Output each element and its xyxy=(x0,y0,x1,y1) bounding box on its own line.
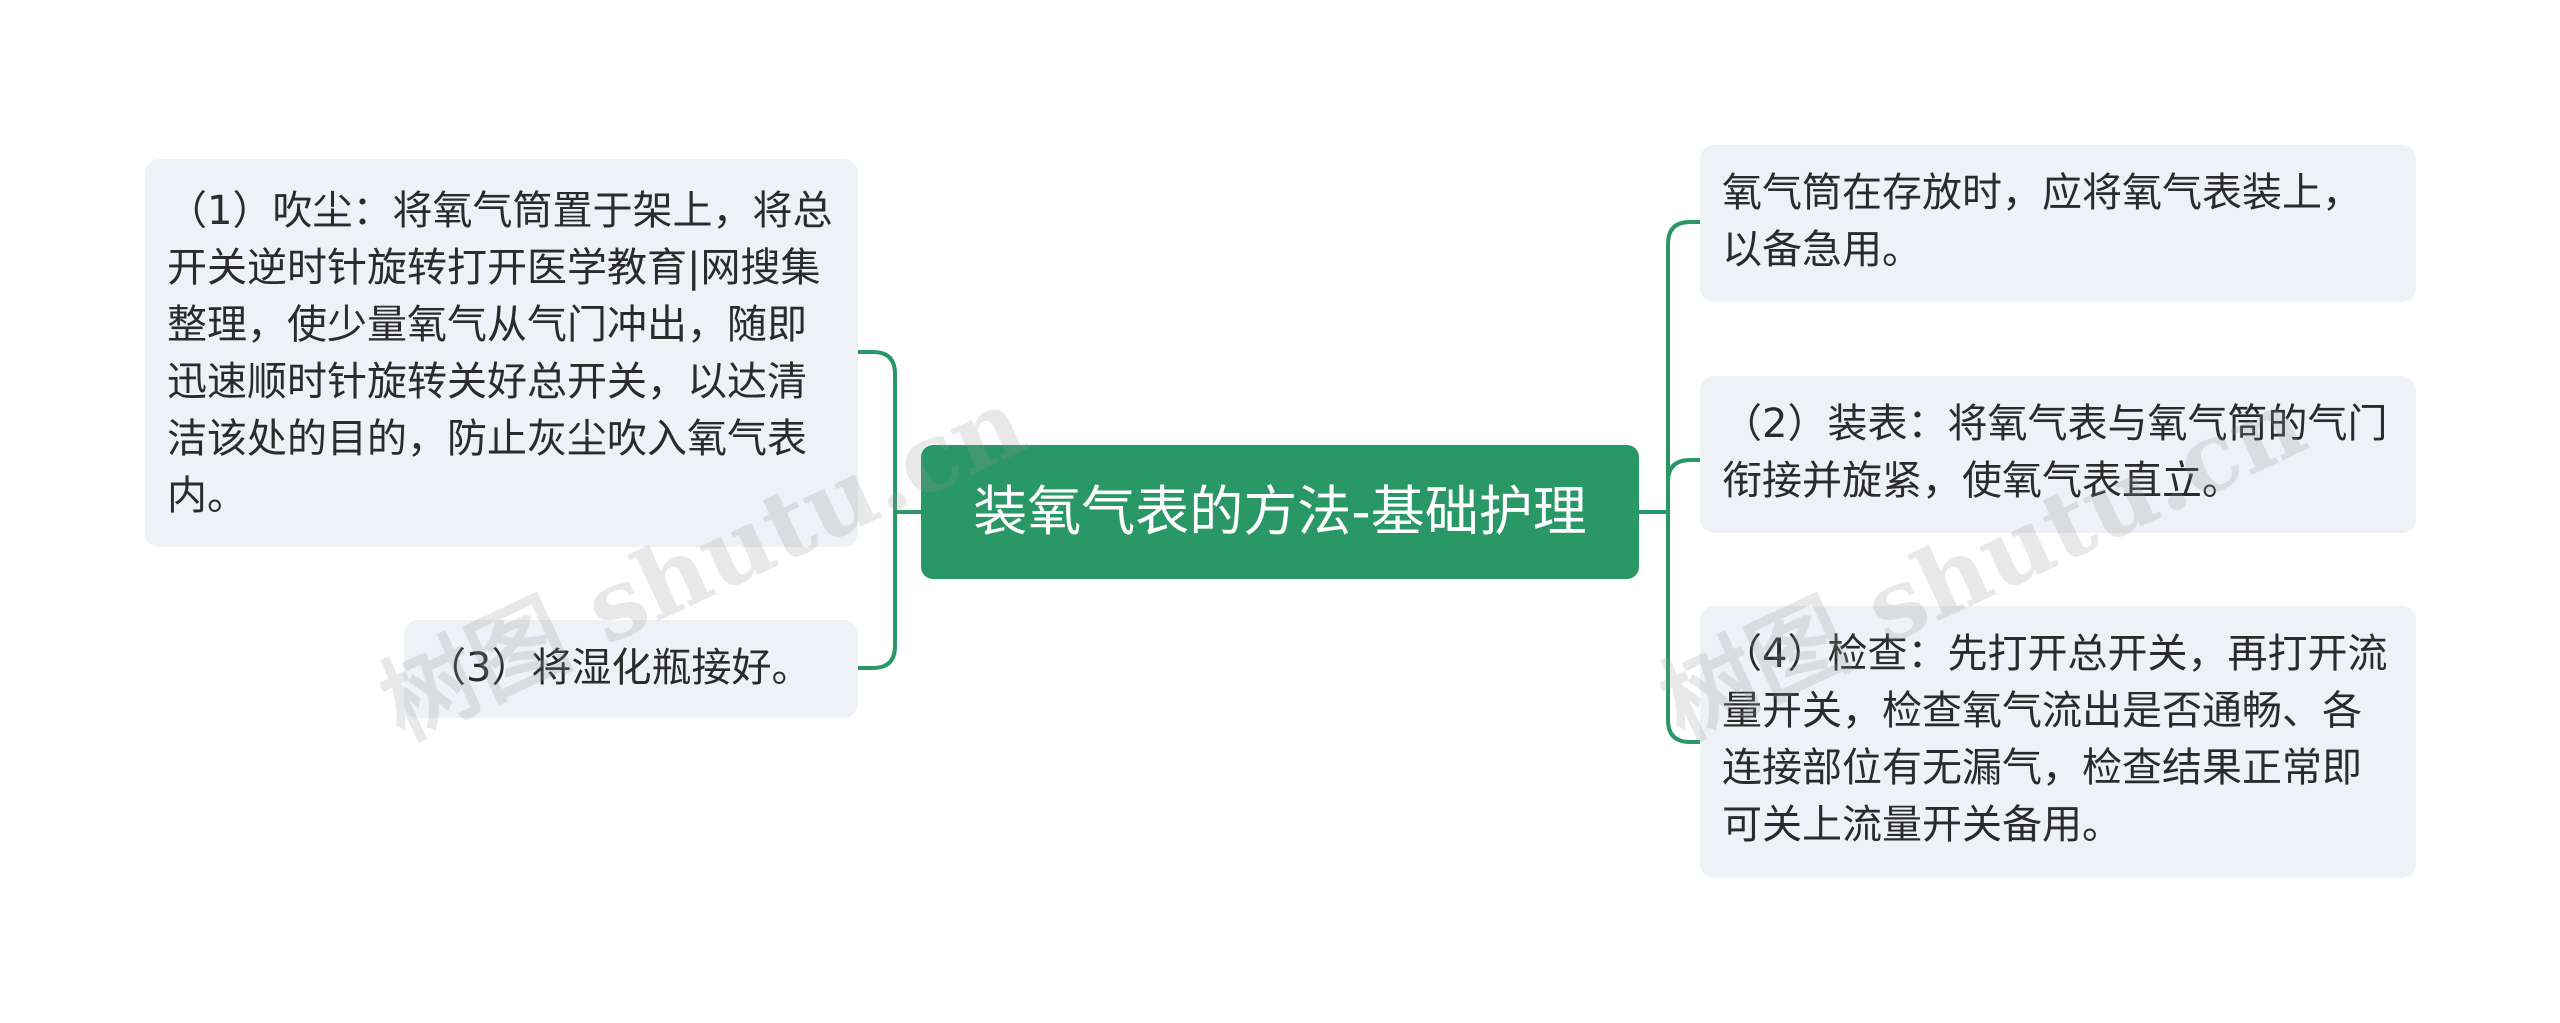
connector-left-2 xyxy=(858,512,897,670)
connector-right-3 xyxy=(1666,512,1700,744)
connector-right-2 xyxy=(1666,458,1700,512)
right-node-2-text: （2）装表：将氧气表与氧气筒的气门衔接并旋紧，使氧气表直立。 xyxy=(1722,401,2388,504)
connector-right-1 xyxy=(1666,220,1700,512)
right-node-1[interactable]: 氧气筒在存放时，应将氧气表装上，以备急用。 xyxy=(1700,145,2416,302)
right-node-1-text: 氧气筒在存放时，应将氧气表装上，以备急用。 xyxy=(1722,170,2362,273)
connector-left-1 xyxy=(858,350,897,512)
left-node-2[interactable]: （3）将湿化瓶接好。 xyxy=(404,620,858,718)
left-node-1-text: （1）吹尘：将氧气筒置于架上，将总开关逆时针旋转打开医学教育|网搜集整理，使少量… xyxy=(167,188,833,519)
right-node-2[interactable]: （2）装表：将氧气表与氧气筒的气门衔接并旋紧，使氧气表直立。 xyxy=(1700,376,2416,533)
left-node-1[interactable]: （1）吹尘：将氧气筒置于架上，将总开关逆时针旋转打开医学教育|网搜集整理，使少量… xyxy=(145,159,858,547)
left-node-2-text: （3）将湿化瓶接好。 xyxy=(426,645,812,691)
central-topic-label: 装氧气表的方法-基础护理 xyxy=(973,480,1587,543)
right-node-3[interactable]: （4）检查：先打开总开关，再打开流量开关，检查氧气流出是否通畅、各连接部位有无漏… xyxy=(1700,606,2416,878)
central-topic[interactable]: 装氧气表的方法-基础护理 xyxy=(921,445,1639,579)
right-node-3-text: （4）检查：先打开总开关，再打开流量开关，检查氧气流出是否通畅、各连接部位有无漏… xyxy=(1722,631,2388,848)
